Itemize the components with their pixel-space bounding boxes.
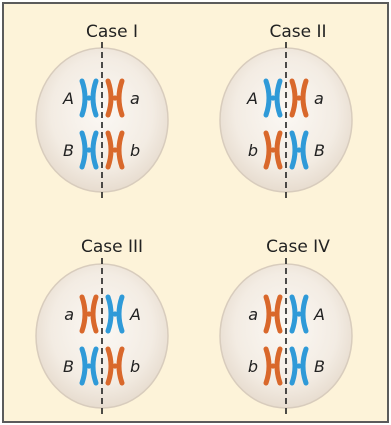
allele-label: B <box>63 357 74 376</box>
cell-body <box>219 47 353 193</box>
cell-body <box>35 263 169 409</box>
allele-label: B <box>314 357 325 376</box>
chromosome-left <box>263 78 283 118</box>
allele-label: A <box>246 89 258 108</box>
chromosome-right <box>289 130 309 170</box>
chromosome-right <box>289 294 309 334</box>
allele-label: a <box>130 89 140 108</box>
chromosome-left <box>263 130 283 170</box>
chromosome-right <box>289 78 309 118</box>
chromosome-left <box>263 346 283 386</box>
chromosome-right <box>105 130 125 170</box>
cell-body <box>35 47 169 193</box>
chromosome-left <box>263 294 283 334</box>
chromosome-left <box>79 78 99 118</box>
cell-body <box>219 263 353 409</box>
allele-label: a <box>314 89 324 108</box>
case-title: Case I <box>85 22 139 42</box>
case-title: Case II <box>269 22 327 42</box>
allele-label: A <box>313 305 325 324</box>
allele-label: a <box>64 305 74 324</box>
chromosome-left <box>79 346 99 386</box>
chromosome-right <box>105 78 125 118</box>
allele-label: a <box>248 305 258 324</box>
chromosome-left <box>79 294 99 334</box>
allele-label: b <box>248 141 258 160</box>
allele-label: A <box>62 89 74 108</box>
case-title: Case III <box>80 237 144 257</box>
chromosome-right <box>289 346 309 386</box>
allele-label: A <box>129 305 141 324</box>
allele-label: b <box>130 141 140 160</box>
chromosome-left <box>79 130 99 170</box>
case-title: Case IV <box>266 237 330 257</box>
allele-label: B <box>63 141 74 160</box>
allele-label: B <box>314 141 325 160</box>
chromosome-right <box>105 294 125 334</box>
allele-label: b <box>130 357 140 376</box>
chromosome-right <box>105 346 125 386</box>
allele-label: b <box>248 357 258 376</box>
